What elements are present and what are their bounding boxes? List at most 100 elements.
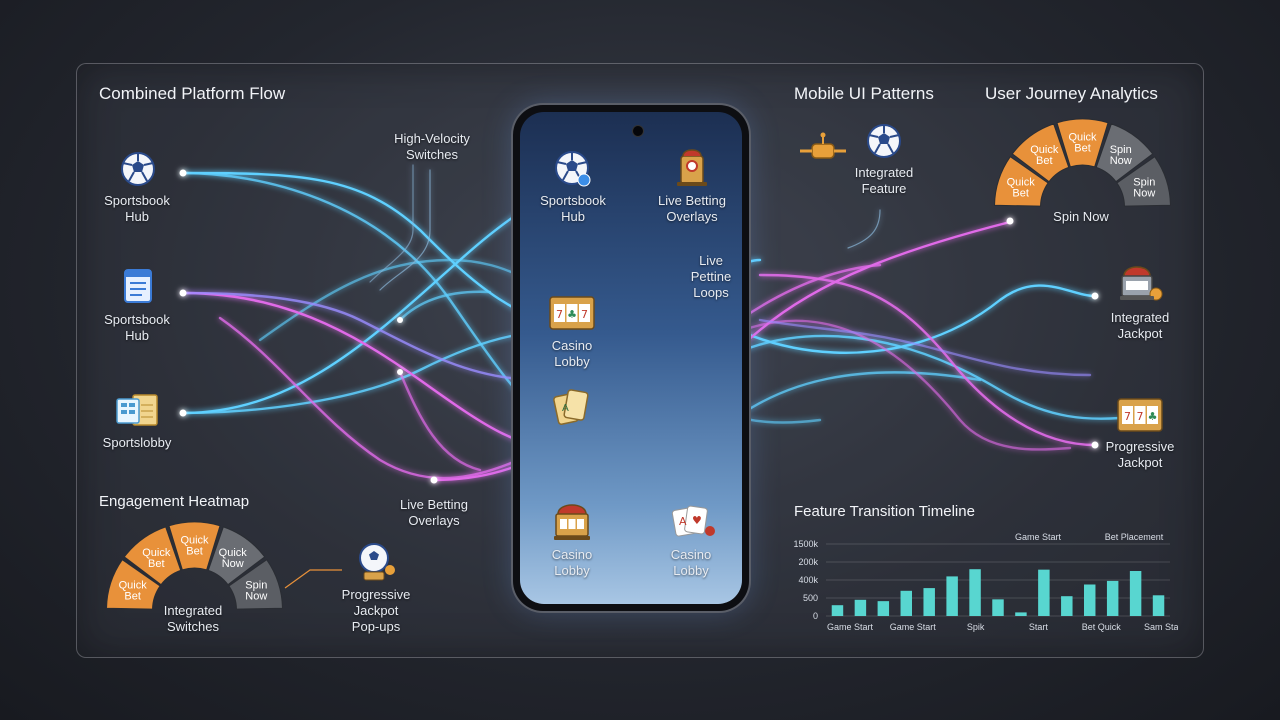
svg-text:♣: ♣ bbox=[567, 308, 577, 321]
slot-machine-icon bbox=[554, 504, 590, 540]
chart-bar bbox=[1152, 595, 1165, 616]
svg-text:♥: ♥ bbox=[692, 514, 702, 527]
chart-bar bbox=[1129, 571, 1142, 616]
chart-bar bbox=[900, 590, 912, 616]
svg-text:A: A bbox=[562, 403, 569, 414]
playing-cards-icon: A bbox=[553, 389, 589, 425]
left-node-label-1: Sportsbook Hub bbox=[104, 193, 170, 224]
feature-transition-timeline-title: Feature Transition Timeline bbox=[794, 503, 975, 520]
node-dot bbox=[179, 169, 187, 177]
chart-bar bbox=[1106, 580, 1119, 616]
chart-x-tick-label: Game Start bbox=[890, 622, 937, 632]
flow-line-violet-1 bbox=[181, 291, 542, 382]
ticket-icon bbox=[116, 394, 158, 426]
gauge-top-segment bbox=[1011, 123, 1070, 183]
poker-cards-icon: A ♥ bbox=[671, 505, 715, 537]
chart-x-tick-label: Spik bbox=[967, 622, 985, 632]
flow-line-magenta-8 bbox=[398, 370, 482, 472]
chart-x-tick-label: Start bbox=[1029, 622, 1049, 632]
spin-now-label: Spin Now bbox=[1053, 209, 1109, 224]
joystick-icon bbox=[800, 132, 846, 159]
jackpot-machine-icon bbox=[1120, 266, 1163, 301]
chart-y-tick-label: 0 bbox=[813, 611, 818, 621]
soccer-ball-icon bbox=[555, 151, 591, 187]
gauge-top-segment bbox=[1095, 123, 1154, 183]
gauge-top-segment bbox=[1056, 118, 1109, 168]
gauge-top-segment bbox=[1116, 156, 1171, 207]
svg-text:7: 7 bbox=[581, 308, 588, 321]
node-dot bbox=[179, 409, 187, 417]
progressive-jackpot-label: Progressive Jackpot bbox=[1105, 439, 1175, 470]
node-dot bbox=[397, 317, 403, 323]
chart-x-tick-label: Game Start bbox=[827, 622, 874, 632]
flow-line-cyan-10 bbox=[369, 164, 414, 283]
node-dot bbox=[1091, 441, 1099, 449]
chart-x-tick-label: Sam Start bbox=[1144, 622, 1178, 632]
gauge-top-segment bbox=[994, 156, 1049, 207]
phone-live-betting-overlays-label: Live Betting Overlays bbox=[658, 193, 726, 224]
node-dot bbox=[179, 289, 187, 297]
phone-casino-lobby-label-3: Casino Lobby bbox=[670, 547, 712, 578]
slot-reels-icon: 7 ♣ 7 bbox=[549, 296, 595, 330]
chart-annotation: Bet Placement bbox=[1105, 532, 1164, 542]
mobile-ui-patterns-title: Mobile UI Patterns bbox=[794, 84, 934, 103]
chart-bar bbox=[1015, 612, 1027, 616]
integrated-switches-label: Integrated Switches bbox=[163, 603, 223, 634]
jackpot-trophy-icon bbox=[359, 543, 395, 581]
node-dot bbox=[1006, 217, 1014, 225]
chart-x-tick-label: Bet Quick bbox=[1082, 622, 1122, 632]
integrated-jackpot-label: Integrated Jackpot bbox=[1110, 310, 1170, 341]
gauge-bottom-segment bbox=[228, 559, 283, 610]
document-icon bbox=[124, 269, 152, 303]
flow-line-magenta-6 bbox=[758, 273, 1097, 447]
phone-live-loops-label: Live Pettine Loops bbox=[690, 253, 732, 300]
svg-text:7: 7 bbox=[1137, 410, 1144, 423]
chart-bar bbox=[1061, 596, 1073, 616]
phone-casino-lobby-label-1: Casino Lobby bbox=[551, 338, 593, 369]
progressive-jackpot-popups-label: Progressive Jackpot Pop-ups bbox=[341, 587, 411, 634]
chart-bar bbox=[969, 569, 981, 616]
flow-line-cyan-8 bbox=[398, 290, 492, 322]
node-dot bbox=[397, 369, 403, 375]
svg-text:7: 7 bbox=[1124, 410, 1131, 423]
chart-bar bbox=[877, 601, 890, 616]
chart-bar bbox=[923, 588, 935, 616]
phone-sportsbook-hub-label: Sportsbook Hub bbox=[540, 193, 606, 224]
camera-dot bbox=[632, 125, 644, 137]
heatmap-connector bbox=[284, 569, 342, 589]
chart-bar bbox=[831, 605, 844, 616]
svg-text:7: 7 bbox=[556, 308, 563, 321]
svg-text:♣: ♣ bbox=[1148, 410, 1158, 423]
chart-bar bbox=[946, 576, 958, 616]
user-journey-analytics-title: User Journey Analytics bbox=[985, 84, 1158, 103]
soccer-ball-icon bbox=[121, 152, 155, 186]
gauge-bottom-segment bbox=[123, 526, 182, 586]
chart-y-tick-label: 400k bbox=[798, 575, 818, 585]
flow-line-violet-2 bbox=[758, 318, 1092, 377]
slot-reels-icon: 7 7 ♣ bbox=[1117, 398, 1163, 432]
live-betting-overlays-bottom-label: Live Betting Overlays bbox=[400, 497, 468, 528]
chart-bar bbox=[992, 599, 1004, 616]
chart-y-tick-label: 200k bbox=[798, 557, 818, 567]
slot-machine-icon bbox=[677, 149, 707, 186]
left-node-label-3: Sportslobby bbox=[102, 435, 172, 450]
flow-line-cyan-9 bbox=[379, 169, 431, 291]
flow-line-cyan-11 bbox=[847, 209, 881, 249]
left-node-label-2: Sportsbook Hub bbox=[104, 312, 170, 343]
svg-text:A: A bbox=[679, 515, 687, 528]
integrated-feature-label: Integrated Feature bbox=[854, 165, 914, 196]
chart-bar bbox=[1084, 584, 1096, 616]
chart-bar bbox=[1038, 569, 1050, 616]
